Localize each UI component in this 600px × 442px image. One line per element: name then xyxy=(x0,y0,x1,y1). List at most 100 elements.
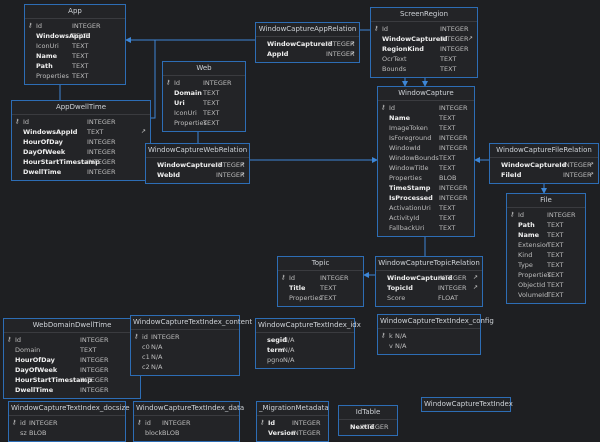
column-type: INTEGER xyxy=(439,133,468,142)
column-type: TEXT xyxy=(72,31,89,40)
table-windowcapturetextindex[interactable]: WindowCaptureTextIndex xyxy=(421,397,513,412)
